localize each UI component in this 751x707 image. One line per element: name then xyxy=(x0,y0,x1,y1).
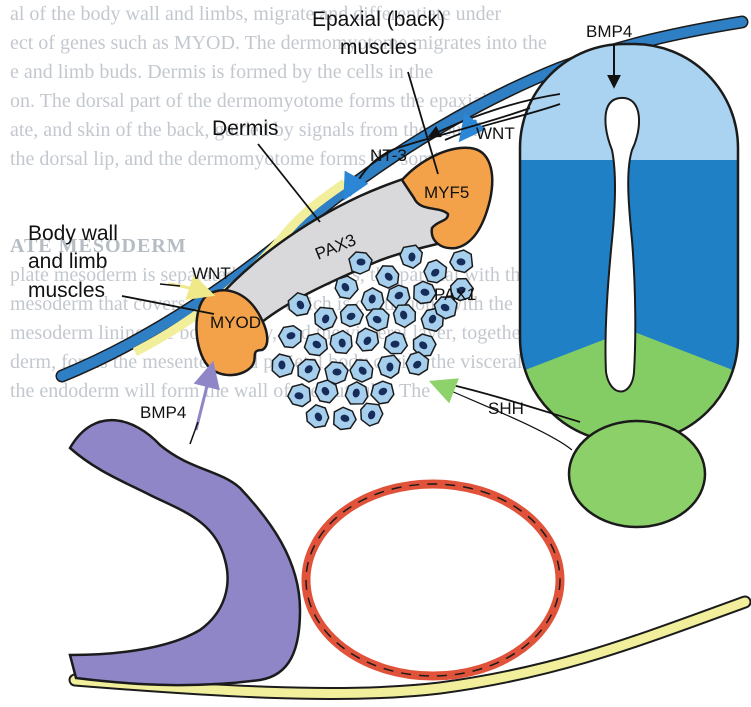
sclerotome-cell xyxy=(271,353,294,377)
dermis-label: Dermis xyxy=(212,117,279,140)
sclerotome-cell xyxy=(449,248,475,273)
epaxial-pointer xyxy=(408,72,438,174)
sclerotome-cell xyxy=(383,331,409,356)
nt3-label: NT-3 xyxy=(370,146,407,165)
body-wall-label-line1: Body wall xyxy=(28,222,118,245)
body-wall-label-line3: muscles xyxy=(28,279,105,302)
myod-label: MYOD xyxy=(210,313,261,332)
sclerotome-cell xyxy=(287,382,313,407)
neural-tube xyxy=(520,44,738,442)
wnt-top-label: WNT xyxy=(476,124,515,143)
sclerotome-cell xyxy=(346,355,378,387)
epaxial-label-line2: muscles xyxy=(340,36,417,59)
lateral-plate-mesoderm xyxy=(70,420,300,685)
sclerotome-cell xyxy=(349,252,372,274)
shh-label: SHH xyxy=(488,399,524,418)
sclerotome-cell xyxy=(302,402,332,432)
myf5-label: MYF5 xyxy=(424,183,469,202)
sclerotome-cell xyxy=(311,304,340,333)
sclerotome-cell xyxy=(277,323,305,350)
bmp4-bottom-label: BMP4 xyxy=(140,403,186,422)
sclerotome-cell xyxy=(293,354,325,386)
sclerotome-cell xyxy=(336,301,366,330)
sclerotome-cell xyxy=(377,354,401,379)
sclerotome-cell xyxy=(300,330,331,361)
bmp4-top-label: BMP4 xyxy=(586,22,632,41)
sclerotome-cell xyxy=(330,405,358,433)
bmp4-bottom-arrow xyxy=(196,366,212,430)
epaxial-label-line1: Epaxial (back) xyxy=(312,8,445,31)
pax1-label: PAX1 xyxy=(434,285,476,304)
bmp4-bottom-stem xyxy=(190,422,198,444)
body-wall-label-line2: and limb xyxy=(28,250,107,273)
notochord xyxy=(569,421,705,527)
wnt-left-label: WNT xyxy=(192,264,231,283)
dorsal-aorta-ring xyxy=(306,484,560,676)
dermis-pointer xyxy=(258,144,320,222)
sclerotome-cell xyxy=(328,329,354,356)
